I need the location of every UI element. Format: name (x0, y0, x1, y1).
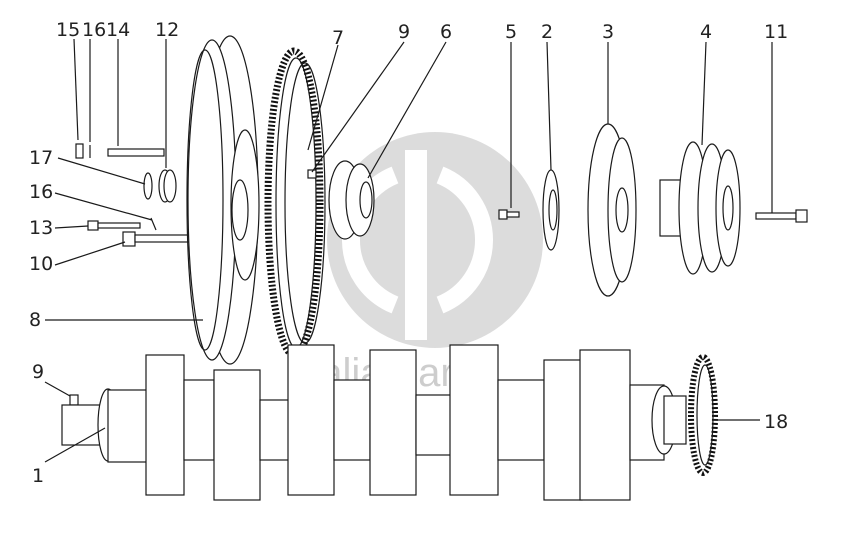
callout-16-top: 16 (82, 19, 106, 41)
seal-ring-17 (143, 172, 153, 200)
callout-17: 17 (29, 147, 53, 169)
callout-5: 5 (505, 21, 517, 43)
callout-12: 12 (155, 19, 179, 41)
bolt-10 (122, 231, 192, 247)
callout-1: 1 (32, 465, 44, 487)
gear-6 (328, 160, 375, 240)
callout-7: 7 (332, 27, 344, 49)
key-9 (69, 394, 79, 406)
rod-14 (107, 148, 165, 157)
nut-15 (75, 143, 84, 159)
ring-gear-7 (264, 47, 326, 359)
crankshaft-1 (61, 344, 687, 501)
callout-10: 10 (29, 253, 53, 275)
callout-15: 15 (56, 19, 80, 41)
callout-11: 11 (764, 21, 788, 43)
callout-13: 13 (29, 217, 53, 239)
callout-8: 8 (29, 309, 41, 331)
timing-gear-18 (688, 354, 718, 476)
bolt-11 (755, 209, 808, 223)
bushing-12 (158, 169, 177, 203)
callout-16-mid: 16 (29, 181, 53, 203)
callout-9-bottom: 9 (32, 361, 44, 383)
bolt-5 (498, 209, 520, 220)
callout-14: 14 (106, 19, 130, 41)
leader-lines (44, 38, 773, 463)
callout-4: 4 (700, 21, 712, 43)
bolt-13 (87, 220, 141, 231)
washer-2 (542, 169, 560, 251)
pulley-4 (659, 141, 741, 275)
damper-3 (587, 123, 637, 297)
callout-labels: 15 16 14 12 17 16 13 10 8 7 9 6 5 2 3 4 … (29, 19, 788, 487)
callout-6: 6 (440, 21, 452, 43)
callout-3: 3 (602, 21, 614, 43)
callout-2: 2 (541, 21, 553, 43)
callout-18: 18 (764, 411, 788, 433)
flywheel-housing-8 (186, 35, 260, 365)
callout-9-top: 9 (398, 21, 410, 43)
